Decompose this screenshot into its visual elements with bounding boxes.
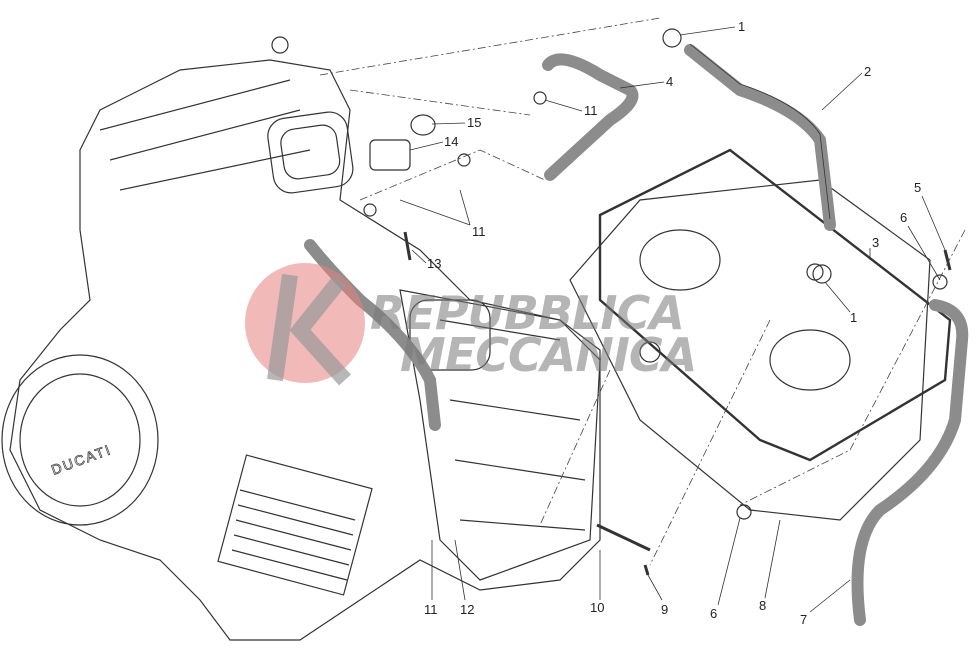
callout-2: 2: [864, 64, 872, 79]
oil-cooler: [217, 454, 373, 596]
valve-cover: [569, 179, 931, 521]
callout-1: 1: [738, 19, 746, 34]
clamp-1-top: [662, 28, 682, 48]
bolt-10: [596, 523, 651, 552]
callout-11: 11: [472, 224, 486, 239]
callout-13: 13: [427, 256, 442, 271]
fitting-14: [369, 139, 411, 171]
callout-14: 14: [444, 134, 459, 149]
callout-11: 11: [424, 602, 438, 617]
hose-center: [304, 239, 441, 431]
plug-15: [410, 114, 436, 136]
cylinder-head: [399, 289, 601, 581]
callout-11: 11: [584, 103, 598, 118]
intake-port: [267, 111, 354, 194]
hose-2: [684, 44, 836, 231]
valve-cover-gasket: [598, 148, 952, 462]
callout-15: 15: [467, 115, 482, 130]
engine-block-outline: [9, 59, 601, 641]
callout-4: 4: [666, 74, 674, 89]
hose-2-outline: [689, 43, 831, 220]
ducati-logo: DUCATI: [49, 441, 114, 478]
hose-7: [851, 299, 969, 626]
callout-6: 6: [710, 606, 718, 621]
callout-12: 12: [460, 602, 475, 617]
hose-4: [542, 53, 639, 181]
callout-5: 5: [914, 180, 922, 195]
callout-6: 6: [900, 210, 908, 225]
clutch-cover: [1, 354, 159, 526]
callout-8: 8: [759, 598, 767, 613]
callout-7: 7: [800, 612, 808, 627]
callout-3: 3: [872, 235, 880, 250]
callout-1: 1: [850, 310, 858, 325]
callout-10: 10: [590, 600, 605, 615]
callout-9: 9: [661, 602, 669, 617]
